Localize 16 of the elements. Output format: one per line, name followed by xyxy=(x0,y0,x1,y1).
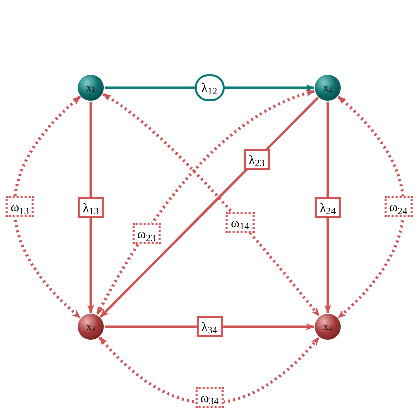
edge-label: λ$_{12}$ xyxy=(194,74,225,102)
arrow xyxy=(87,102,95,314)
edge-label: λ$_{24}$ xyxy=(314,197,342,218)
arrow xyxy=(324,102,332,314)
edge-label: λ$_{23}$ xyxy=(244,149,270,170)
edge-label: ω$_{23}$ xyxy=(132,224,161,245)
edge-label: λ$_{34}$ xyxy=(196,316,223,338)
edge-label: λ$_{13}$ xyxy=(78,197,104,218)
edge-label: ω$_{13}$ xyxy=(6,196,34,218)
arrow xyxy=(105,323,315,331)
edge-label: ω$_{24}$ xyxy=(384,196,413,218)
edge-label: ω$_{34}$ xyxy=(196,388,224,408)
dotted-arrow xyxy=(338,96,406,320)
dotted-arrow xyxy=(98,336,320,405)
dotted-arrow xyxy=(13,96,82,320)
edge-label: ω$_{14}$ xyxy=(226,212,254,234)
